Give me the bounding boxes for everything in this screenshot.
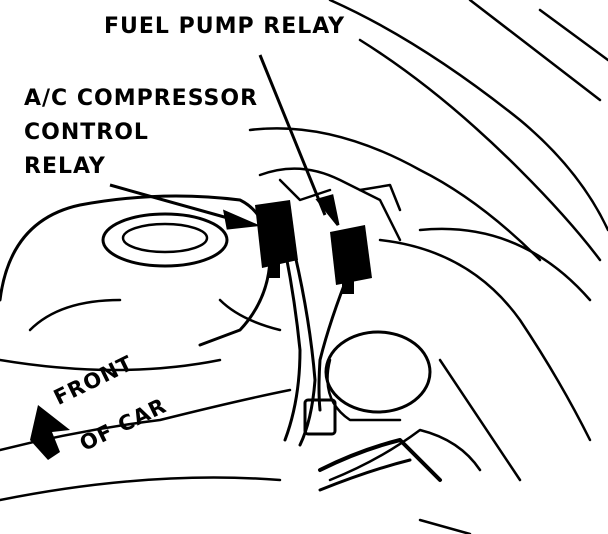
fender-line — [328, 0, 608, 232]
fuel-pump-arrowhead — [315, 194, 340, 226]
fender-line — [538, 8, 608, 62]
fender-line — [468, 0, 602, 102]
ac-relay-leader — [109, 183, 236, 222]
fender-line — [248, 127, 542, 262]
strut-cap-inner — [121, 222, 209, 254]
ac-relay-arrowhead — [223, 209, 261, 230]
wire — [293, 253, 317, 447]
bracket — [278, 178, 332, 202]
ac-relay-label-line1: A/C COMPRESSOR — [24, 86, 259, 111]
strut-tower-edge — [218, 298, 282, 332]
strut-tower-base — [0, 358, 222, 372]
canister-side — [326, 358, 402, 422]
strut-tower-inner — [28, 298, 122, 332]
fuel-pump-relay — [330, 225, 372, 294]
connector-plug — [303, 398, 337, 436]
lower-edge — [0, 476, 282, 502]
lower-edge — [418, 518, 472, 534]
lower-edge — [328, 428, 482, 482]
ac-relay-label-line2: CONTROL — [24, 120, 149, 145]
fender-line — [358, 38, 602, 262]
wire — [317, 268, 352, 412]
fuel-pump-leader — [258, 54, 327, 216]
canister — [324, 330, 432, 414]
ac-relay-label-line3: RELAY — [24, 154, 106, 179]
bracket — [358, 183, 402, 212]
body-panel — [438, 358, 522, 482]
fuel-pump-relay-label: FUEL PUMP RELAY — [104, 14, 346, 39]
strut-cap — [101, 212, 229, 268]
hose — [318, 438, 442, 482]
body-panel — [378, 238, 592, 442]
hose — [318, 458, 412, 492]
wire — [283, 248, 302, 442]
front-direction-arrow — [30, 405, 70, 460]
body-panel — [418, 227, 592, 302]
strut-tower — [0, 194, 272, 347]
ac-compressor-relay — [255, 200, 298, 278]
